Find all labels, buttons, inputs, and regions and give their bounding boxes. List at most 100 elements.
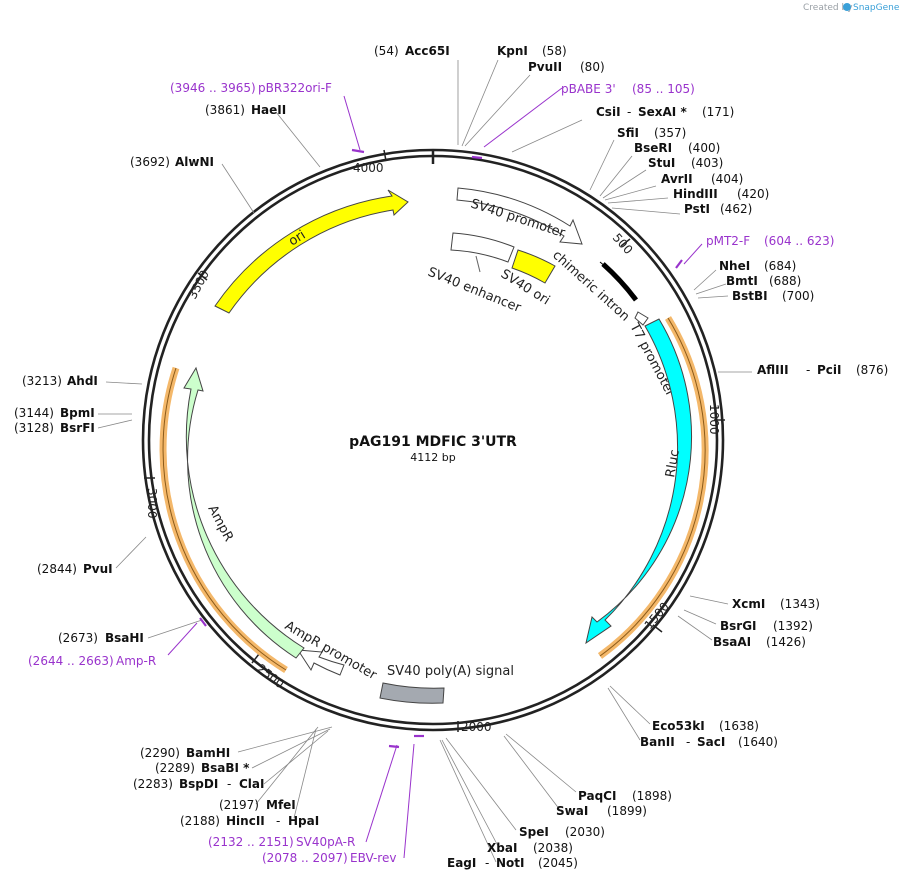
site-hincii[interactable]: HincII: [226, 814, 265, 828]
site-bsahi[interactable]: BsaHI: [105, 631, 144, 645]
primer-ampr[interactable]: Amp-R: [116, 654, 156, 668]
site-bspdi-pos: (2283): [133, 777, 173, 791]
site-bsabi[interactable]: BsaBI *: [201, 761, 250, 775]
site-bsrfi[interactable]: BsrFI: [60, 421, 95, 435]
site-bstbi[interactable]: BstBI: [732, 289, 768, 303]
site-ahdi[interactable]: AhdI: [67, 374, 98, 388]
site-hpai[interactable]: HpaI: [288, 814, 319, 828]
site-dash-2: -: [806, 363, 810, 377]
site-xbai[interactable]: XbaI: [487, 841, 517, 855]
primer-ampr-range: (2644 .. 2663): [28, 654, 114, 668]
site-bsrgi[interactable]: BsrGI: [720, 619, 757, 633]
site-bspdi[interactable]: BspDI: [179, 777, 218, 791]
site-pvui[interactable]: PvuI: [83, 562, 113, 576]
site-bsrgi-pos: (1392): [773, 619, 813, 633]
site-csii-pos: (171): [702, 105, 734, 119]
site-bamhi-pos: (2290): [140, 746, 180, 760]
site-sexai[interactable]: SexAI *: [638, 105, 687, 119]
site-noti[interactable]: NotI: [496, 856, 525, 870]
site-csii[interactable]: CsiI: [596, 105, 621, 119]
site-eagi-pos: (2045): [538, 856, 578, 870]
plasmid-length: 4112 bp: [410, 451, 455, 464]
site-swai-pos: (1899): [607, 804, 647, 818]
site-haeii-pos: (3861): [205, 103, 245, 117]
site-dash-5: -: [227, 777, 231, 791]
site-alwni-pos: (3692): [130, 155, 170, 169]
site-bpmi[interactable]: BpmI: [60, 406, 95, 420]
site-bmti[interactable]: BmtI: [726, 274, 758, 288]
site-stui-pos: (403): [691, 156, 723, 170]
site-xcmi[interactable]: XcmI: [732, 597, 765, 611]
site-hincii-pos: (2188): [180, 814, 220, 828]
site-pcii[interactable]: PciI: [817, 363, 842, 377]
site-paqci[interactable]: PaqCI: [578, 789, 616, 803]
site-swai[interactable]: SwaI: [556, 804, 588, 818]
sv40-ori-feature[interactable]: [511, 249, 556, 284]
site-bamhi[interactable]: BamHI: [186, 746, 230, 760]
primer-pbr322ori-f-range: (3946 .. 3965): [170, 81, 256, 95]
primer-sv40pa-r[interactable]: SV40pA-R: [296, 835, 355, 849]
site-eco53ki[interactable]: Eco53kI: [652, 719, 705, 733]
site-psti-pos: (462): [720, 202, 752, 216]
ori-feature[interactable]: [214, 189, 409, 314]
tick-label-2000: 2000: [461, 720, 492, 734]
site-bmti-pos: (688): [769, 274, 801, 288]
site-eco53ki-pos: (1638): [719, 719, 759, 733]
site-psti[interactable]: PstI: [684, 202, 710, 216]
primer-pbr322ori-f[interactable]: pBR322ori-F: [258, 81, 332, 95]
rluc-orf-line: [599, 317, 706, 657]
site-kpni[interactable]: KpnI: [497, 44, 528, 58]
credit-prefix: Created by: [803, 3, 853, 13]
site-nhei-pos: (684): [764, 259, 796, 273]
site-avrii[interactable]: AvrII: [661, 172, 693, 186]
primer-pmt2f[interactable]: pMT2-F: [706, 234, 750, 248]
site-sfii[interactable]: SfiI: [617, 126, 639, 140]
site-sfii-pos: (357): [654, 126, 686, 140]
snapgene-logo-icon: [843, 3, 851, 11]
primer-ebv-rev-range: (2078 .. 2097): [262, 851, 348, 865]
rluc-feature[interactable]: [585, 318, 693, 645]
site-xbai-pos: (2038): [533, 841, 573, 855]
primer-ebv-rev[interactable]: EBV-rev: [350, 851, 396, 865]
site-spei-pos: (2030): [565, 825, 605, 839]
site-mfei[interactable]: MfeI: [266, 798, 296, 812]
site-acc65i[interactable]: Acc65I: [405, 44, 450, 58]
site-pvuii[interactable]: PvuII: [528, 60, 562, 74]
ampr-promoter-feature[interactable]: [297, 649, 345, 676]
site-afliii[interactable]: AflIII: [757, 363, 789, 377]
sv40-promoter-feature[interactable]: [456, 187, 583, 245]
site-pvui-pos: (2844): [37, 562, 77, 576]
site-dash-6: -: [276, 814, 280, 828]
site-banii[interactable]: BanII: [640, 735, 675, 749]
site-bseri[interactable]: BseRI: [634, 141, 672, 155]
site-nhei[interactable]: NheI: [719, 259, 750, 273]
ampr-feature[interactable]: [183, 366, 305, 659]
sv40-enhancer-feature[interactable]: [450, 232, 515, 263]
site-eagi[interactable]: EagI: [447, 856, 476, 870]
t7-promoter-feature[interactable]: [634, 311, 649, 326]
site-alwni[interactable]: AlwNI: [175, 155, 214, 169]
site-bsaai[interactable]: BsaAI: [713, 635, 751, 649]
site-bseri-pos: (400): [688, 141, 720, 155]
site-stui[interactable]: StuI: [648, 156, 675, 170]
sv40-polya-feature[interactable]: [379, 682, 445, 704]
ampr-label: AmpR: [204, 503, 235, 544]
site-haeii[interactable]: HaeII: [251, 103, 286, 117]
site-bsrfi-pos: (3128): [14, 421, 54, 435]
site-dash-1: -: [627, 105, 631, 119]
site-hindiii[interactable]: HindIII: [673, 187, 718, 201]
site-bsabi-pos: (2289): [155, 761, 195, 775]
tick-label-500: 500: [610, 231, 636, 257]
site-leader-lines: [97, 59, 752, 863]
credit-brand: SnapGene: [853, 3, 900, 13]
site-spei[interactable]: SpeI: [519, 825, 549, 839]
site-mfei-pos: (2197): [219, 798, 259, 812]
site-kpni-pos: (58): [542, 44, 567, 58]
site-saci[interactable]: SacI: [697, 735, 725, 749]
tick-label-4000: 4000: [353, 161, 384, 175]
primer-pbabe3[interactable]: pBABE 3': [561, 82, 616, 96]
site-acc65i-pos: (54): [374, 44, 399, 58]
ampr-orf-line: [162, 367, 287, 671]
site-clai[interactable]: ClaI: [239, 777, 264, 791]
